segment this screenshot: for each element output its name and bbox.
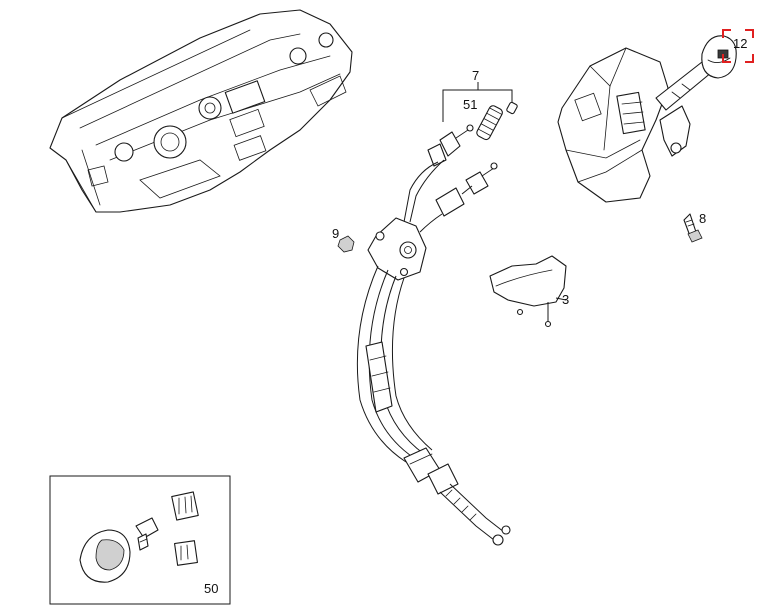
dashboard-assembly: [49, 9, 353, 213]
gear-lever-housing: [557, 35, 737, 203]
cable-upper-ends: [403, 124, 498, 233]
callout-9: 9: [332, 226, 339, 241]
shift-cable: [356, 217, 511, 546]
part-51-boot: [476, 105, 503, 141]
bracket-7: [442, 82, 513, 122]
callout-8: 8: [699, 211, 706, 226]
part-51-cap: [506, 101, 518, 115]
callout-3: 3: [562, 292, 569, 307]
inset-parts-50: [79, 491, 199, 583]
callout-12: 12: [733, 36, 747, 51]
part-3-plate: [489, 255, 567, 328]
part-9-nut: [337, 235, 355, 253]
callout-51: 51: [463, 97, 477, 112]
callout-7: 7: [472, 68, 479, 83]
part-8-bolt: [683, 213, 703, 243]
callout-50: 50: [204, 581, 218, 596]
highlight-12: [722, 29, 754, 63]
inset-frame-50: [49, 475, 231, 605]
